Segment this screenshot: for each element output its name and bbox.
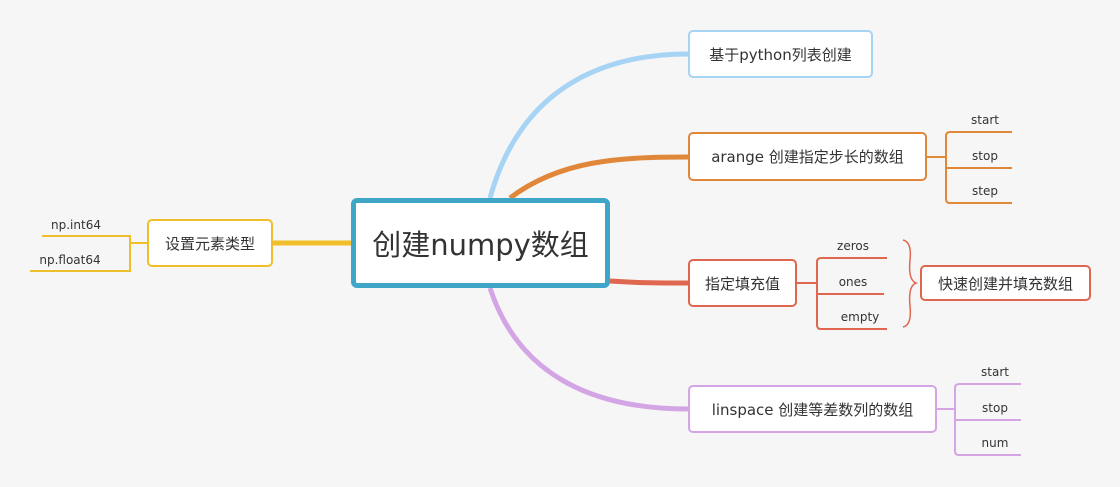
topic-arange[interactable]: arange 创建指定步长的数组	[688, 132, 927, 181]
leaf-float64[interactable]: np.float64	[39, 253, 101, 267]
linspace-children-lines	[937, 383, 1021, 456]
connector-arange	[508, 154, 689, 200]
central-topic[interactable]: 创建numpy数组	[351, 198, 610, 288]
curly-brace	[902, 239, 919, 328]
leaf-empty[interactable]: empty	[840, 310, 880, 324]
connector-fill	[609, 278, 689, 286]
topic-python-list[interactable]: 基于python列表创建	[688, 30, 873, 78]
leaf-arange-start[interactable]: start	[971, 113, 999, 127]
leaf-linspace-start[interactable]: start	[981, 365, 1009, 379]
leaf-ones[interactable]: ones	[838, 275, 868, 289]
topic-dtype[interactable]: 设置元素类型	[147, 219, 273, 267]
fill-children-lines	[797, 239, 919, 330]
leaf-arange-stop[interactable]: stop	[972, 149, 998, 163]
dtype-children-lines	[30, 235, 147, 272]
leaf-zeros[interactable]: zeros	[837, 239, 869, 253]
connector-python-list	[487, 51, 689, 199]
leaf-int64[interactable]: np.int64	[51, 218, 101, 232]
topic-linspace[interactable]: linspace 创建等差数列的数组	[688, 385, 937, 433]
leaf-linspace-num[interactable]: num	[981, 436, 1009, 450]
summary-fill[interactable]: 快速创建并填充数组	[920, 265, 1091, 301]
connector-linspace	[487, 287, 689, 412]
leaf-linspace-stop[interactable]: stop	[982, 401, 1008, 415]
topic-fill[interactable]: 指定填充值	[688, 259, 797, 307]
arange-children-lines	[927, 131, 1012, 204]
leaf-arange-step[interactable]: step	[972, 184, 998, 198]
